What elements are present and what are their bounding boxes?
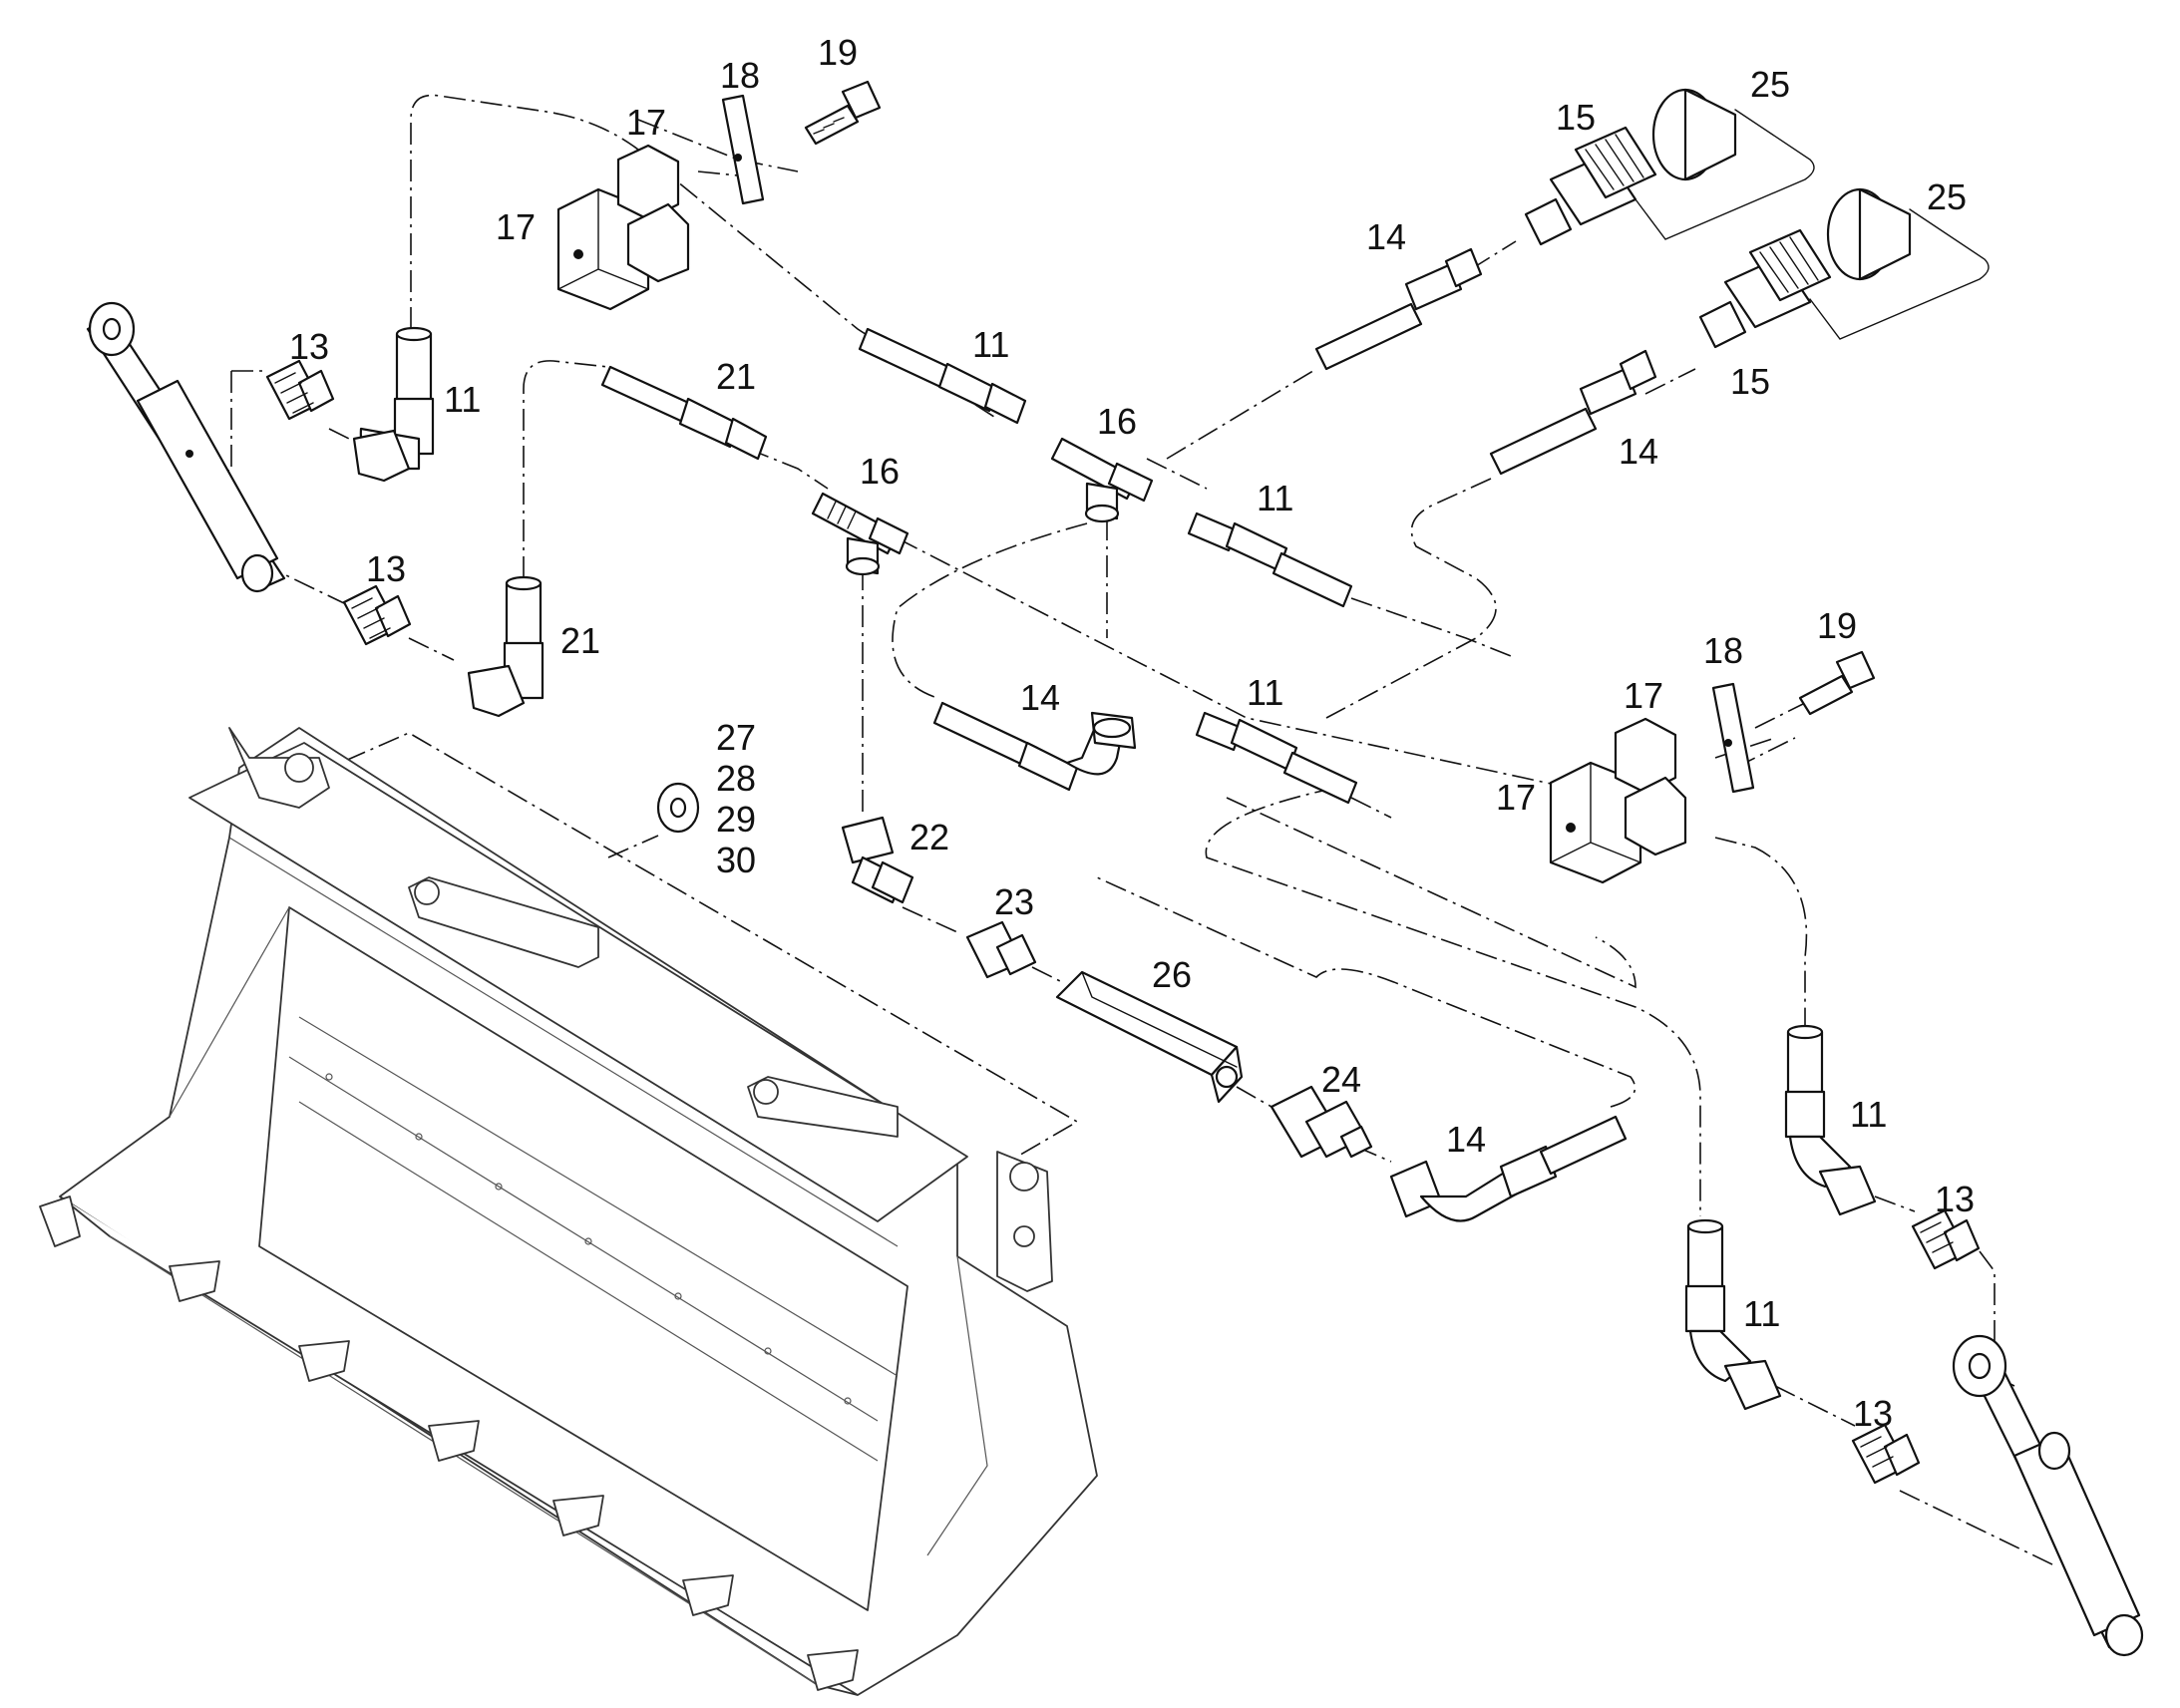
hose-14-right: [1489, 349, 1657, 476]
hose-14-top: [1314, 247, 1483, 371]
callout-22: 22: [909, 817, 949, 857]
callout-16-left: 16: [860, 451, 900, 492]
elbow-hose-14-middle: [932, 701, 1137, 792]
callout-29: 29: [716, 799, 756, 840]
callout-labels: 19 18 17 17 13 11 21 11 16 16 11 13 21 1…: [289, 32, 1975, 1434]
elbow-hose-11-right-upper: [1784, 1024, 1877, 1216]
callout-14-bottom: 14: [1446, 1119, 1486, 1160]
check-valve-26: [1055, 970, 1244, 1104]
callout-30: 30: [716, 840, 756, 880]
callout-13-upper-left: 13: [289, 326, 329, 367]
callout-17-top-right: 17: [626, 102, 666, 143]
bolt-19-right: [1798, 650, 1876, 716]
callout-17-right-upper: 17: [1624, 675, 1663, 716]
adapter-23: [965, 920, 1037, 979]
callout-23: 23: [994, 881, 1034, 922]
callout-16-right: 16: [1097, 401, 1137, 442]
callout-14-middle: 14: [1020, 677, 1060, 718]
callout-21-upper: 21: [716, 356, 756, 397]
hose-11-upper-middle: [858, 327, 1027, 425]
callout-17-top-left: 17: [496, 206, 536, 247]
elbow-hose-11-upper-left: [352, 326, 435, 483]
dust-cap-25-right: [1809, 187, 1990, 340]
callout-13-right-upper: 13: [1935, 1179, 1975, 1219]
adapter-fitting-13-right-lower: [1851, 1423, 1921, 1485]
callout-15-right: 15: [1730, 361, 1770, 402]
adapter-24: [1270, 1085, 1373, 1159]
callout-25-top: 25: [1750, 64, 1790, 105]
hose-11-lower-center: [1195, 711, 1358, 805]
callout-27: 27: [716, 717, 756, 758]
tee-fitting-16-right: [1050, 437, 1154, 523]
callout-25-right: 25: [1927, 176, 1967, 217]
callout-28: 28: [716, 758, 756, 799]
callout-11-upper-left: 11: [444, 379, 481, 420]
right-lift-cylinder: [1952, 1334, 2144, 1657]
callout-11-middle-right: 11: [1257, 478, 1293, 518]
callout-19-top: 19: [818, 32, 858, 73]
hose-21-upper: [600, 365, 768, 461]
clamp-17-upper: [556, 144, 690, 311]
quick-coupler-15-right: [1698, 228, 1832, 349]
quick-coupler-15-top: [1524, 126, 1657, 246]
callout-26: 26: [1152, 954, 1192, 995]
callout-18-right: 18: [1703, 630, 1743, 671]
washer-27-30: [656, 782, 700, 834]
plate-18-right: [1711, 682, 1755, 794]
callout-14-right: 14: [1619, 431, 1658, 472]
hose-11-middle-right: [1187, 512, 1353, 608]
callout-21-lower: 21: [560, 620, 600, 661]
adapter-fitting-13-upper: [265, 359, 335, 421]
left-lift-cylinder: [86, 301, 286, 593]
dust-cap-25-top: [1635, 88, 1815, 240]
elbow-hose-11-right-lower: [1684, 1218, 1782, 1411]
plate-18-upper: [721, 94, 765, 205]
callout-13-right-lower: 13: [1853, 1393, 1893, 1434]
loader-bucket: [39, 727, 1098, 1696]
clamp-17-right: [1549, 717, 1687, 884]
elbow-hose-14-bottom: [1389, 1115, 1628, 1222]
adapter-fitting-13-right-upper: [1911, 1208, 1981, 1270]
elbow-adapter-22: [841, 816, 914, 904]
callout-24: 24: [1321, 1059, 1361, 1100]
callout-17-right-lower: 17: [1496, 777, 1536, 818]
callout-11-lower-center: 11: [1247, 672, 1283, 713]
callout-11-right-lower: 11: [1743, 1293, 1780, 1334]
callout-19-right: 19: [1817, 605, 1857, 646]
callout-15-top: 15: [1556, 97, 1596, 138]
elbow-hose-21-lower-left: [467, 575, 545, 718]
adapter-fitting-13-lower: [342, 584, 412, 646]
callout-11-upper-middle: 11: [972, 324, 1009, 365]
tee-fitting-16-left: [811, 492, 909, 576]
callout-14-top: 14: [1366, 216, 1406, 257]
callout-18-top: 18: [720, 55, 760, 96]
leader-lines: [199, 94, 2055, 1566]
callout-13-lower-left: 13: [366, 548, 406, 589]
callout-11-right-upper: 11: [1850, 1094, 1887, 1135]
bolt-19-upper: [804, 80, 882, 146]
